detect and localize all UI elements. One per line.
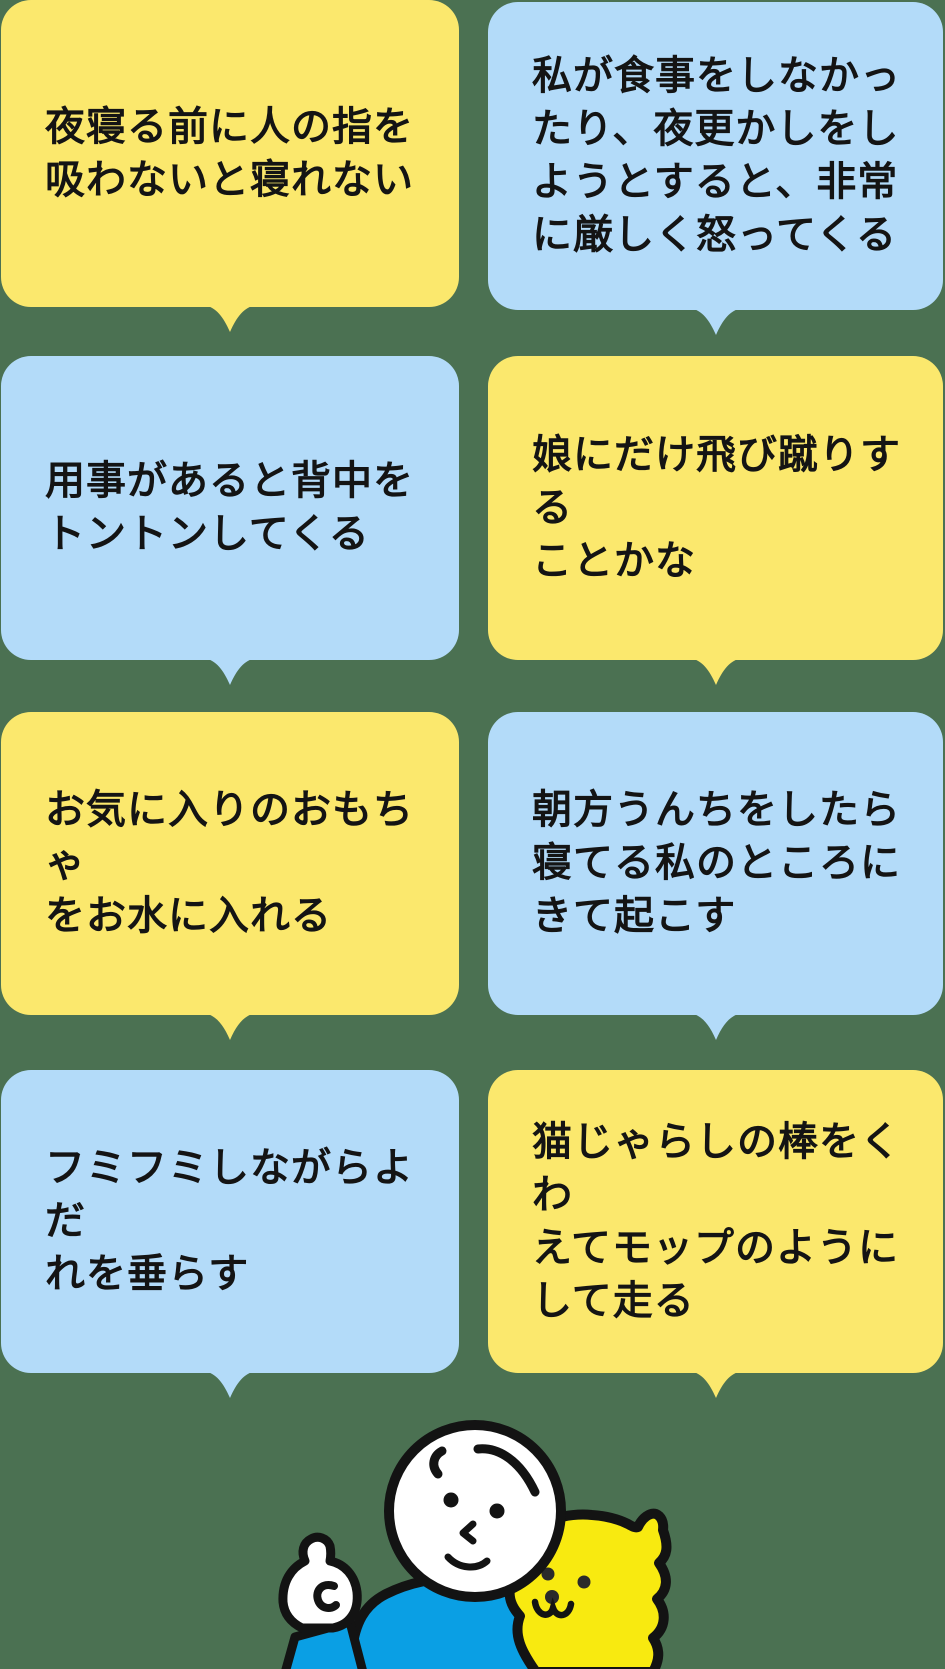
bubble-tail-down-icon xyxy=(690,308,741,335)
bubble-tail-down-icon xyxy=(205,305,255,332)
bubble-tail-down-icon xyxy=(690,1013,741,1040)
thumb-curl xyxy=(313,1581,340,1612)
speech-bubble-4: 娘にだけ飛び蹴りする ことかな xyxy=(488,356,943,685)
bubble-tail-down-icon xyxy=(205,658,255,685)
person-head xyxy=(384,1420,566,1602)
speech-bubble-2: 私が食事をしなかっ たり、夜更かしをし ようとすると、非常 に厳しく怒ってくる xyxy=(488,2,943,335)
person-nose xyxy=(459,1520,477,1545)
speech-bubble-7: フミフミしながらよだ れを垂らす xyxy=(1,1070,459,1398)
person-left-eye xyxy=(443,1492,459,1508)
speech-bubble-1: 夜寝る前に人の指を 吸わないと寝れない xyxy=(1,0,459,332)
bubble-4-text: 娘にだけ飛び蹴りする ことかな xyxy=(532,431,901,584)
bubble-tail-down-icon xyxy=(205,1371,255,1398)
person-right-eye xyxy=(489,1503,505,1519)
cat-nose xyxy=(545,1590,559,1604)
bubble-1-text: 夜寝る前に人の指を 吸わないと寝れない xyxy=(45,103,414,203)
cat-right-eye xyxy=(577,1575,591,1589)
bubble-5-text: お気に入りのおもちゃ をお水に入れる xyxy=(45,787,414,939)
speech-bubble-3: 用事があると背中を トントンしてくる xyxy=(1,356,459,685)
cat-mouth xyxy=(531,1597,575,1619)
bubble-7-text: フミフミしながらよだ れを垂らす xyxy=(45,1145,414,1297)
raised-finger-hand xyxy=(278,1532,362,1633)
bubble-6-text: 朝方うんちをしたら 寝てる私のところに きて起こす xyxy=(532,787,901,939)
hair-curl xyxy=(429,1446,447,1479)
bubble-tail-down-icon xyxy=(690,658,741,685)
person-and-cat-illustration xyxy=(278,1420,672,1669)
speech-bubble-5: お気に入りのおもちゃ をお水に入れる xyxy=(1,712,459,1040)
bubble-8-text: 猫じゃらしの棒をくわ えてモップのように して走る xyxy=(532,1118,901,1324)
speech-bubble-6: 朝方うんちをしたら 寝てる私のところに きて起こす xyxy=(488,712,943,1040)
speech-bubble-8: 猫じゃらしの棒をくわ えてモップのように して走る xyxy=(488,1070,943,1398)
person-mouth xyxy=(444,1553,491,1571)
hair-bang xyxy=(473,1444,540,1497)
bubble-tail-down-icon xyxy=(205,1013,255,1040)
bubble-tail-down-icon xyxy=(690,1371,741,1398)
cat-left-eye xyxy=(541,1567,555,1581)
bubble-3-text: 用事があると背中を トントンしてくる xyxy=(45,458,414,557)
bubble-2-text: 私が食事をしなかっ たり、夜更かしをし ようとすると、非常 に厳しく怒ってくる xyxy=(532,53,901,258)
